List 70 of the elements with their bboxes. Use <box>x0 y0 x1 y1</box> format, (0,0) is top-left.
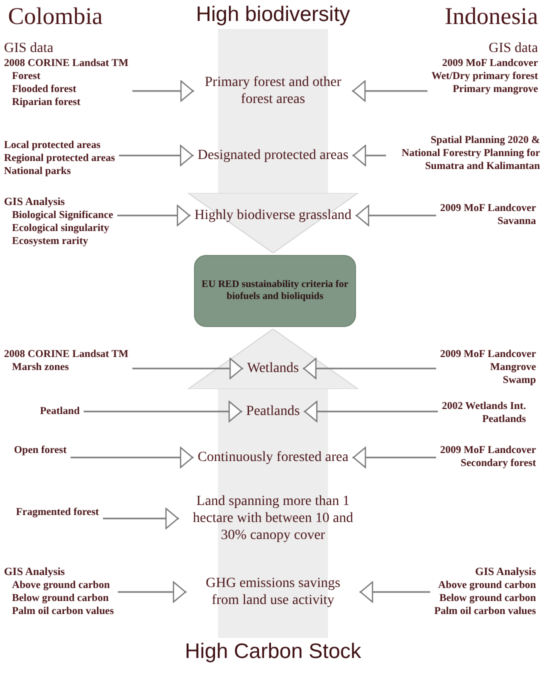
source-item: Wet/Dry primary forest <box>431 70 538 83</box>
hollow-arrow <box>352 144 386 166</box>
hollow-arrow <box>132 358 244 380</box>
source-item: Biological Significance <box>11 209 114 222</box>
column-heading: Indonesia <box>444 4 538 31</box>
criterion-text: Wetlands <box>247 360 299 377</box>
source-item: 2008 CORINE Landsat TM <box>4 348 128 361</box>
source-item: Riparian forest <box>11 96 82 109</box>
criterion-text: Land spanning more than 1 hectare with between 10 and 30% canopy cover <box>183 493 363 544</box>
criteria-text: EU RED sustainability criteria for biofuels and bioliquids <box>200 279 350 303</box>
band-arrow <box>188 29 358 254</box>
source-item: Palm oil carbon values <box>11 605 114 618</box>
hollow-arrow <box>84 400 242 422</box>
hollow-arrow <box>119 144 194 166</box>
source-heading: GIS Analysis <box>4 196 66 209</box>
criterion-text: Continuously forested area <box>198 449 348 466</box>
hollow-arrow <box>118 581 186 603</box>
source-item: Ecosystem rarity <box>11 235 90 248</box>
source-heading: GIS data <box>488 40 538 57</box>
source-item: Peatland <box>40 405 80 418</box>
hollow-arrow <box>352 446 436 468</box>
source-item: National parks <box>4 165 72 178</box>
source-item: Palm oil carbon values <box>434 605 536 618</box>
hollow-arrow <box>132 80 194 102</box>
hollow-arrow <box>304 400 438 422</box>
source-item: Above ground carbon <box>11 579 111 592</box>
source-item: Open forest <box>14 444 67 457</box>
source-item: Secondary forest <box>460 457 536 470</box>
criterion-text: GHG emissions savings from land use activity <box>190 575 356 609</box>
source-item: Local protected areas <box>4 139 102 152</box>
band-arrow <box>188 328 358 638</box>
source-item: Primary mangrove <box>452 83 538 96</box>
source-item: 2009 MoF Landcover <box>440 348 536 361</box>
hollow-arrow <box>356 204 436 226</box>
source-item: Mangrove <box>489 361 536 374</box>
source-item: Regional protected areas <box>4 152 116 165</box>
criterion-text: Peatlands <box>246 403 300 420</box>
source-item: 2008 CORINE Landsat TM <box>4 57 128 70</box>
hollow-arrow <box>102 508 179 530</box>
source-item: Flooded forest <box>11 83 78 96</box>
source-item: 2009 MoF Landcover <box>440 202 536 215</box>
column-heading: Colombia <box>8 4 103 31</box>
source-item: Below ground carbon <box>438 592 536 605</box>
hollow-arrow <box>70 446 194 468</box>
source-item: 2002 Wetlands Int. <box>442 400 526 413</box>
hollow-arrow <box>302 358 436 380</box>
source-item: Marsh zones <box>11 361 70 374</box>
axis-heading: High biodiversity <box>196 3 350 27</box>
source-heading: GIS data <box>4 40 54 57</box>
source-item: Fragmented forest <box>16 506 99 519</box>
source-item: Peatlands <box>481 413 526 426</box>
criterion-text: Designated protected areas <box>198 147 348 164</box>
source-item: 2009 MoF Landcover <box>440 444 536 457</box>
source-item: Below ground carbon <box>11 592 110 605</box>
source-heading: GIS Analysis <box>474 566 536 579</box>
criterion-text: Highly biodiverse grassland <box>194 207 352 224</box>
source-heading: GIS Analysis <box>4 566 66 579</box>
source-item: Swamp <box>502 374 536 387</box>
axis-heading: High Carbon Stock <box>184 640 362 664</box>
source-item: Spatial Planning 2020 & National Forestry Planning for Sumatra and Kalimantan <box>400 134 540 173</box>
source-item: Above ground carbon <box>437 579 536 592</box>
hollow-arrow <box>360 581 430 603</box>
criteria-box <box>194 255 356 327</box>
hollow-arrow <box>352 80 428 102</box>
criterion-text: Primary forest and other forest areas <box>198 74 348 108</box>
hollow-arrow <box>117 204 190 226</box>
source-item: Ecological singularity <box>11 222 110 235</box>
source-item: Forest <box>11 70 42 83</box>
source-item: 2009 MoF Landcover <box>441 57 538 70</box>
source-item: Savanna <box>496 215 536 228</box>
